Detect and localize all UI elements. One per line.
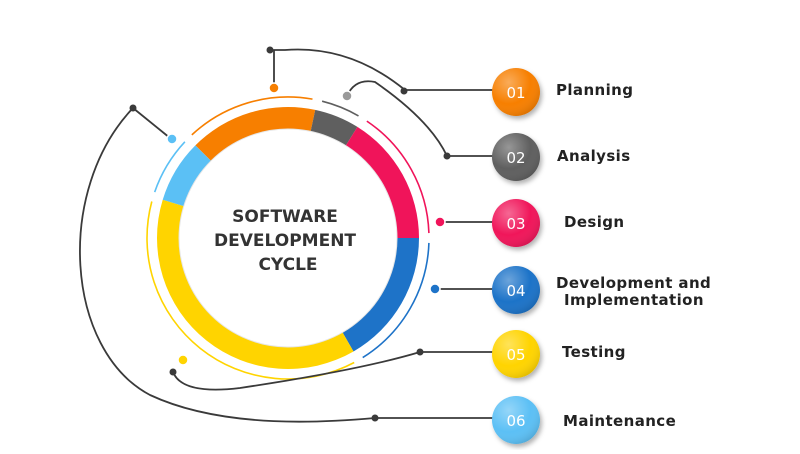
connector-analysis bbox=[346, 80, 495, 157]
step-label-maintenance: Maintenance bbox=[563, 412, 676, 430]
bracket-arc-planning bbox=[191, 96, 313, 136]
ring-segment-development bbox=[342, 238, 419, 352]
dot-testing-start bbox=[169, 368, 177, 376]
dot-testing-end bbox=[416, 348, 424, 356]
cycle-ring bbox=[156, 107, 419, 369]
center-title-line-2: DEVELOPMENT bbox=[214, 231, 356, 251]
dot-maintenance-start bbox=[129, 104, 137, 112]
bracket-arc-maintenance bbox=[153, 141, 186, 193]
dot-planning-top bbox=[266, 46, 274, 54]
dot-planning-ring bbox=[268, 82, 280, 94]
dot-analysis-end bbox=[443, 152, 451, 160]
step-label-planning: Planning bbox=[556, 81, 633, 99]
dot-development bbox=[429, 283, 441, 295]
step-design: 03 Design bbox=[492, 199, 625, 247]
dot-design bbox=[434, 216, 446, 228]
step-number-analysis: 02 bbox=[506, 149, 525, 167]
ring-segment-design bbox=[345, 126, 419, 238]
step-badge-shine bbox=[492, 266, 540, 314]
step-label-development-line-1: Development and bbox=[556, 274, 711, 292]
connector-lines bbox=[79, 48, 495, 423]
center-title: SOFTWARE DEVELOPMENT CYCLE bbox=[214, 207, 362, 275]
step-analysis: 02 Analysis bbox=[492, 133, 631, 181]
step-badge-shine bbox=[492, 68, 540, 116]
center-title-line-3: CYCLE bbox=[258, 255, 317, 275]
step-development: 04 Development and Implementation bbox=[492, 266, 711, 314]
connector-testing bbox=[172, 351, 495, 391]
connector-maintenance bbox=[79, 107, 495, 423]
step-maintenance: 06 Maintenance bbox=[492, 396, 676, 444]
step-number-planning: 01 bbox=[506, 84, 525, 102]
bracket-arc-design bbox=[366, 120, 430, 234]
step-badge-shine bbox=[492, 396, 540, 444]
step-label-design: Design bbox=[564, 213, 625, 231]
step-testing: 05 Testing bbox=[492, 330, 626, 378]
bracket-arc-analysis bbox=[321, 100, 359, 117]
dot-testing-ring bbox=[177, 354, 189, 366]
dot-planning-end bbox=[400, 87, 408, 95]
step-number-maintenance: 06 bbox=[506, 412, 525, 430]
center-disk-edge bbox=[178, 128, 398, 348]
ring-segment-maintenance bbox=[162, 145, 211, 207]
step-number-development: 04 bbox=[506, 282, 525, 300]
step-label-development-line-2: Implementation bbox=[564, 291, 704, 309]
ring-segment-testing bbox=[156, 199, 354, 369]
step-label-testing: Testing bbox=[562, 343, 626, 361]
step-number-design: 03 bbox=[506, 215, 525, 233]
connector-dots bbox=[129, 46, 451, 422]
step-badge-shine bbox=[492, 133, 540, 181]
ring-segment-analysis bbox=[310, 109, 358, 146]
connector-planning bbox=[273, 48, 495, 91]
center-disk bbox=[179, 129, 397, 347]
dot-maintenance-end bbox=[371, 414, 379, 422]
step-number-testing: 05 bbox=[506, 346, 525, 364]
dot-analysis-ring bbox=[341, 90, 353, 102]
step-badge-shine bbox=[492, 330, 540, 378]
bracket-arc-development bbox=[362, 242, 430, 359]
center-title-line-1: SOFTWARE bbox=[232, 207, 338, 227]
step-label-analysis: Analysis bbox=[557, 147, 631, 165]
step-badge-shine bbox=[492, 199, 540, 247]
step-planning: 01 Planning bbox=[492, 68, 633, 116]
dot-maintenance-ring bbox=[166, 133, 178, 145]
